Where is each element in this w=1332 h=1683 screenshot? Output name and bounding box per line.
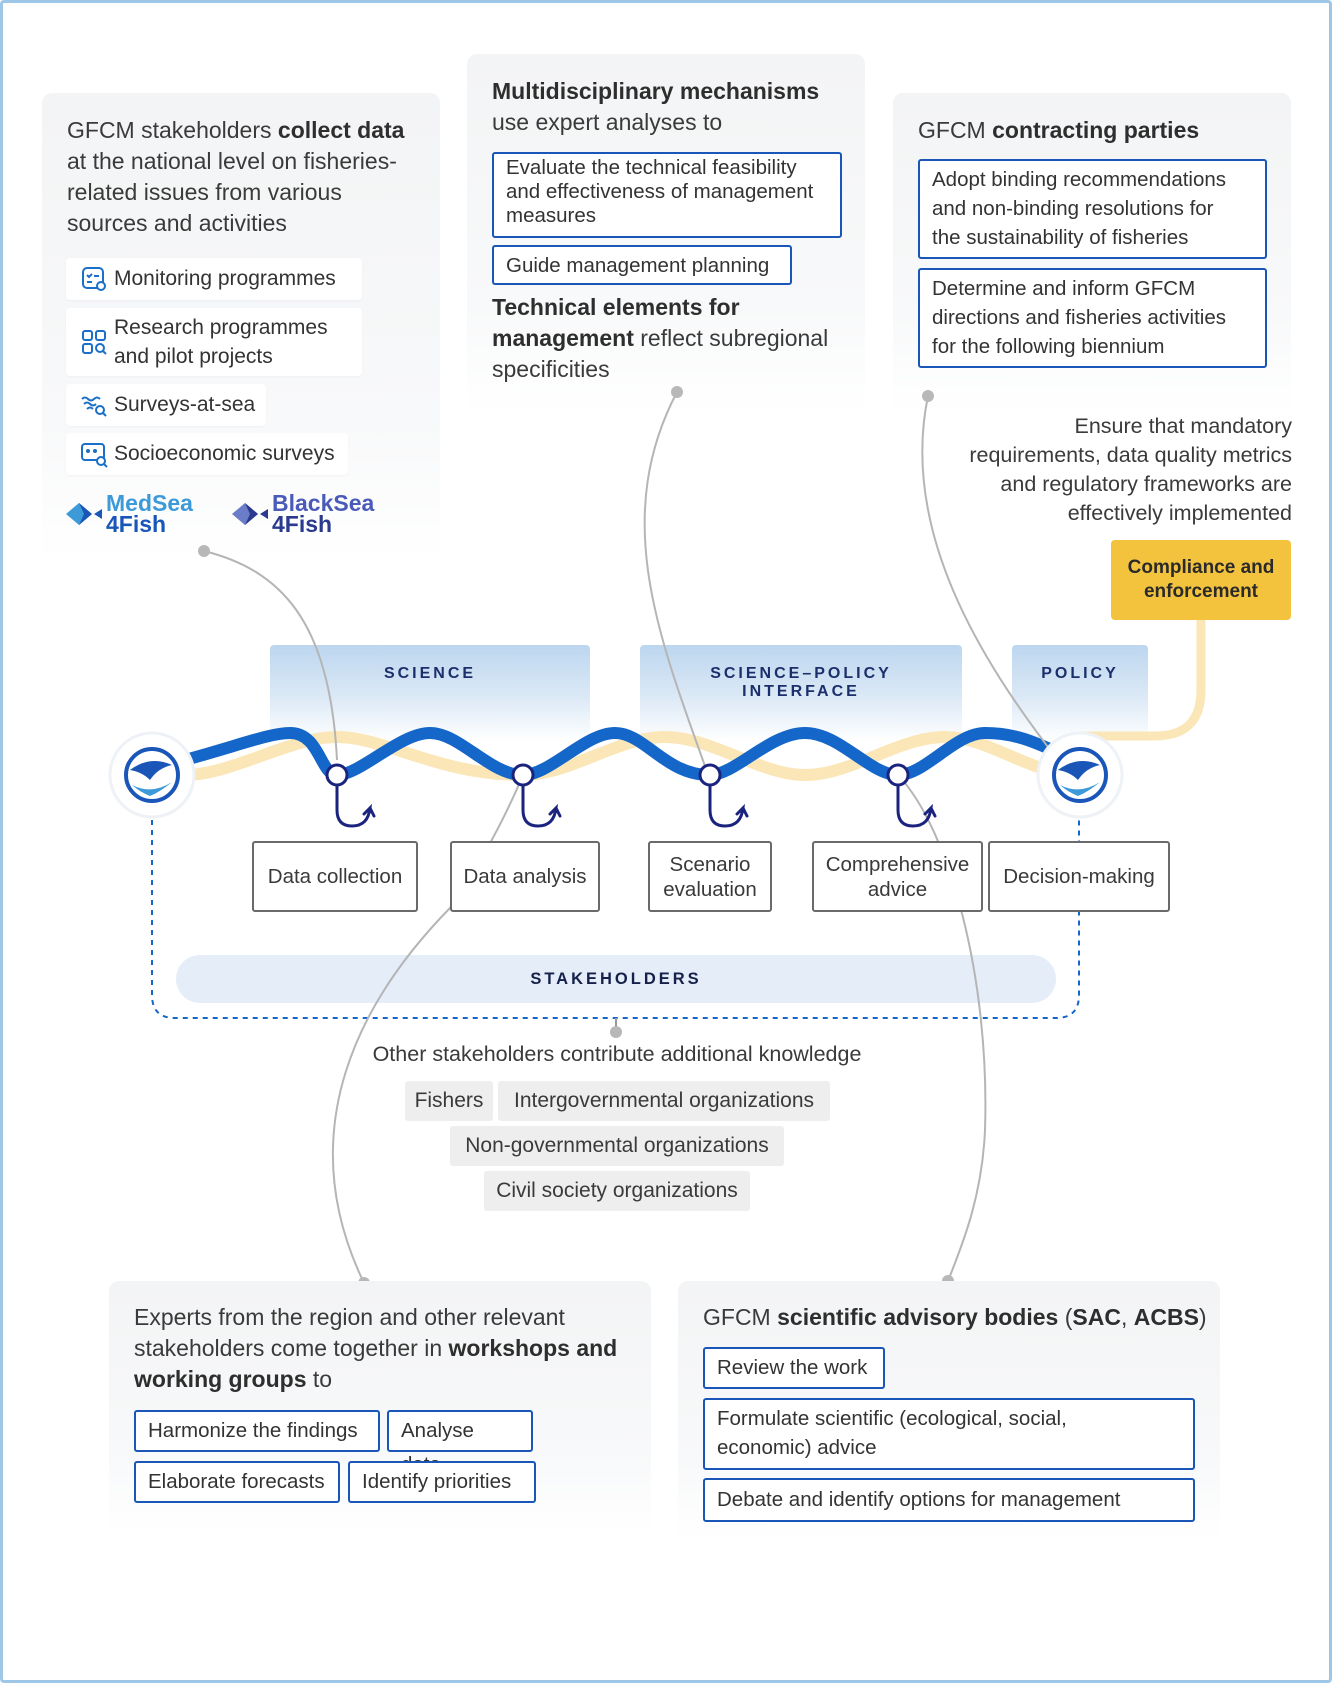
waves-search-icon [81,396,107,417]
connector-parties-to-decision [921,395,1059,761]
hook-data-collection [325,763,376,828]
stakeholder-drop-dot [610,1026,622,1038]
tag-intergovernmental: Intergovernmental organizations [498,1081,830,1121]
review-work-box: Review the work [703,1347,885,1389]
monitoring-programmes-item: Monitoring programmes [66,258,362,300]
hook-comprehensive-advice [886,763,937,828]
blacksea-4fish: 4Fish [272,511,333,537]
blacksea-word: BlackSea [272,490,375,516]
advisory-bodies-panel: GFCM scientific advisory bodies (SAC, AC… [678,1281,1220,1541]
medsea-4fish: 4Fish [106,511,167,537]
harmonize-findings-box: Harmonize the findings [134,1410,380,1452]
socioeconomic-label: Socioeconomic surveys [114,442,335,465]
compliance-line [1080,620,1206,741]
checklist-icon [82,267,106,291]
science-banner: SCIENCE [270,645,590,741]
surveys-label: Surveys-at-sea [114,393,256,416]
advisory-bodies-heading: GFCM scientific advisory bodies (SAC, AC… [703,1304,1207,1330]
grid-search-icon [82,330,107,355]
collect-dot [198,545,210,557]
people-search-icon [81,443,108,468]
collect-data-panel: GFCM stakeholders collect data at the na… [42,93,440,563]
workshops-text: Experts from the region and other releva… [134,1304,618,1392]
stakeholders-bar: STAKEHOLDERS [176,955,1056,1003]
analyse-data-box: Analyse data [387,1410,533,1476]
medsea-fish-icon [66,503,102,525]
socioeconomic-surveys-item: Socioeconomic surveys [66,433,348,475]
stage-decision-making: Decision-making [988,841,1170,912]
other-stakeholders-text: Other stakeholders contribute additional… [372,1042,862,1066]
contracting-parties-panel: GFCM contracting parties Adopt binding r… [893,93,1291,413]
policy-banner: POLICY [1012,645,1148,741]
blue-wave [144,726,1081,782]
tag-fishers: Fishers [405,1081,493,1121]
identify-priorities-box: Identify priorities [348,1461,536,1503]
hook-scenario-evaluation [698,763,749,828]
blacksea-fish-icon [232,503,268,525]
monitoring-label: Monitoring programmes [114,267,336,290]
tag-civil-society: Civil society organizations [484,1171,750,1211]
medsea4fish-logo: MedSea 4Fish [64,490,193,537]
parties-dot [922,390,934,402]
formulate-advice-box: Formulate scientific (ecological, social… [703,1398,1195,1470]
guide-planning-box: Guide management planning [492,245,792,285]
tag-non-governmental: Non-governmental organizations [450,1126,784,1166]
surveys-at-sea-item: Surveys-at-sea [66,384,266,426]
connector-collect-to-datacollection [203,550,338,761]
connector-analysis-to-workshops [332,774,524,1284]
connector-advice-to-advisory [897,774,987,1282]
medsea-word: MedSea [106,490,193,516]
connector-multidisciplinary-to-scenario [643,391,711,781]
stage-data-analysis: Data analysis [450,841,600,912]
contracting-parties-heading: GFCM contracting parties [918,117,1200,143]
gfcm-emblem-left [108,731,196,819]
gfcm-emblem-right [1036,731,1124,819]
blacksea4fish-logo: BlackSea 4Fish [230,490,375,537]
workshops-panel: Experts from the region and other releva… [109,1281,651,1531]
elaborate-forecasts-box: Elaborate forecasts [134,1461,340,1503]
multidisciplinary-dot [671,386,683,398]
debate-options-box: Debate and identify options for manageme… [703,1478,1195,1522]
gold-wave [150,730,1081,782]
collect-data-text: GFCM stakeholders collect data at the na… [67,117,405,236]
hook-data-analysis [511,763,562,828]
stage-data-collection: Data collection [252,841,418,912]
